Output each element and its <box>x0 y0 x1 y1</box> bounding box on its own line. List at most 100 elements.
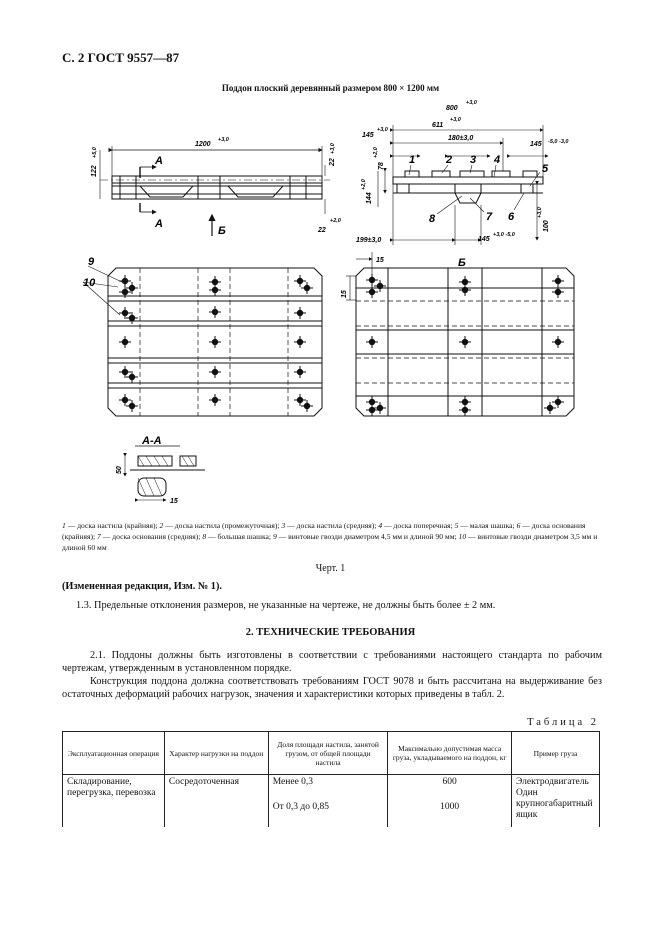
example-value: Один крупногабаритный ящик <box>516 788 593 820</box>
figure-caption: Поддон плоский деревянный размером 800 ×… <box>221 83 440 93</box>
legend-text: — доска основания (средняя); <box>100 532 203 541</box>
cell-share: Менее 0,3 От 0,3 до 0,85 <box>267 774 389 827</box>
plan-view-bottom <box>346 252 575 417</box>
dim-22b: 22 <box>317 227 326 234</box>
table-header-cell: Доля площади настила, занятой грузом, от… <box>267 731 389 775</box>
plan-view-top <box>82 265 323 417</box>
nail-pattern-bottom <box>365 273 565 417</box>
share-value: Менее 0,3 <box>272 777 314 787</box>
page-header: С. 2 ГОСТ 9557—87 <box>62 50 180 65</box>
tol-100: +3,0 <box>537 207 543 218</box>
legend-text: — доска настила (крайняя); <box>65 521 160 530</box>
tol-145c: +3,0 -5,0 <box>493 232 515 238</box>
table-caption: Таблица 2 <box>527 717 599 728</box>
section-title: 2. ТЕХНИЧЕСКИЕ ТРЕБОВАНИЯ <box>245 627 416 638</box>
legend-text: — винтовые гвозди диаметром 4,5 мм и дли… <box>276 532 459 541</box>
table-header-row: Эксплуатационная операция Характер нагру… <box>62 731 600 775</box>
dim-122: 122 <box>91 165 98 177</box>
legend-text: — доска настила (промежуточная); <box>163 521 282 530</box>
legend-text: — доска настила (средняя); <box>285 521 379 530</box>
dim-145c: 145 <box>478 236 490 243</box>
figure-number: Черт. 1 <box>315 563 346 574</box>
legend-num: 9 <box>272 532 277 541</box>
section-label: А-А <box>141 435 162 447</box>
side-view <box>99 146 330 236</box>
mass-value: 1000 <box>440 802 460 812</box>
mass-value: 600 <box>442 777 457 787</box>
legend-num: 3 <box>281 521 286 530</box>
dim-78: 78 <box>378 162 385 170</box>
legend-num: 6 <box>516 521 521 530</box>
tol-145b: -5,0 -3,0 <box>548 139 568 145</box>
technical-drawing: 1200 +3,0 122 +5,0 22 +3,0 22 +2,0 А А Б <box>82 100 575 505</box>
dim-145b: 145 <box>530 141 542 148</box>
view-b-label: Б <box>458 257 466 269</box>
dim-15b: 15 <box>341 290 348 298</box>
cell-mass: 600 1000 <box>387 774 512 827</box>
dim-1200: 1200 <box>195 141 211 148</box>
table-header-cell: Характер нагрузки на поддон <box>163 731 269 775</box>
dim-144: 144 <box>366 192 373 204</box>
section-mark-a-top: А <box>154 155 163 167</box>
cell-operation: Складирование, перегрузка, перевозка <box>62 774 165 827</box>
view-b-arrow-label: Б <box>218 225 226 237</box>
legend-num: 2 <box>159 521 164 530</box>
callout-4: 4 <box>493 154 500 166</box>
cell-load: Сосредоточенная <box>163 774 269 827</box>
callout-7: 7 <box>486 211 493 223</box>
table-header-cell: Эксплуатационная операция <box>62 731 165 775</box>
legend-num: 4 <box>378 521 383 530</box>
dim-100: 100 <box>543 220 550 232</box>
callout-8: 8 <box>429 213 436 225</box>
tol-145: +3,0 <box>377 127 388 133</box>
callout-9: 9 <box>88 256 95 268</box>
edition-note: (Измененная редакция, Изм. № 1). <box>62 581 222 592</box>
legend-num: 10 <box>458 532 467 541</box>
tol-122: +5,0 <box>92 147 98 158</box>
tol-611: +3,0 <box>450 117 461 123</box>
table-header-cell: Пример груза <box>511 731 600 775</box>
table-row: Складирование, перегрузка, перевозка Сос… <box>62 774 600 827</box>
dim-50: 50 <box>116 466 123 474</box>
tol-800: +3,0 <box>466 100 477 106</box>
tol-22: +3,0 <box>330 143 336 154</box>
dim-145: 145 <box>362 132 374 139</box>
share-value: От 0,3 до 0,85 <box>272 802 329 812</box>
figure-legend: 1 — доска настила (крайняя); 2 — доска н… <box>62 520 602 553</box>
legend-text: — винтовые гвозди диаметром 3,5 мм и дли… <box>62 532 598 552</box>
callout-3: 3 <box>470 154 476 166</box>
dim-15a: 15 <box>376 257 384 264</box>
paragraph-2-1: 2.1. Поддоны должны быть изготовлены в с… <box>62 650 602 674</box>
section-a-a <box>123 445 205 502</box>
cell-example: Электродвигатель Один крупногабаритный я… <box>511 774 600 827</box>
dim-611: 611 <box>432 122 443 129</box>
legend-text: — большая шашка; <box>206 532 273 541</box>
table-header-cell: Максимально допустимая масса груза, укла… <box>387 731 512 775</box>
callout-1: 1 <box>409 154 415 166</box>
dim-22: 22 <box>329 158 336 167</box>
legend-text: — малая шашка; <box>458 521 517 530</box>
callout-2: 2 <box>445 154 452 166</box>
legend-text: — доска поперечная; <box>382 521 455 530</box>
dim-800: 800 <box>446 105 458 112</box>
callout-10: 10 <box>83 277 96 289</box>
callout-5: 5 <box>542 163 549 175</box>
legend-num: 5 <box>454 521 459 530</box>
legend-text: — доска основания (крайняя); <box>62 521 586 541</box>
dim-180: 180±3,0 <box>448 135 473 142</box>
legend-num: 8 <box>202 532 207 541</box>
example-value: Электродвигатель <box>516 777 589 787</box>
legend-num: 7 <box>97 532 101 541</box>
section-mark-a-bottom: А <box>154 218 163 230</box>
callout-6: 6 <box>508 211 515 223</box>
tol-144: +2,0 <box>361 179 367 190</box>
paragraph-2-1-cont: Конструкция поддона должна соответствова… <box>62 676 602 700</box>
requirements-table: Эксплуатационная операция Характер нагру… <box>62 731 600 827</box>
dim-15c: 15 <box>170 498 178 505</box>
front-view <box>377 125 549 245</box>
dim-199: 199±3,0 <box>356 237 381 244</box>
paragraph-1-3: 1.3. Предельные отклонения размеров, не … <box>76 600 496 611</box>
tol-22b: +2,0 <box>330 218 341 224</box>
tol-78: +2,0 <box>373 147 379 158</box>
tol-1200: +3,0 <box>218 137 229 143</box>
